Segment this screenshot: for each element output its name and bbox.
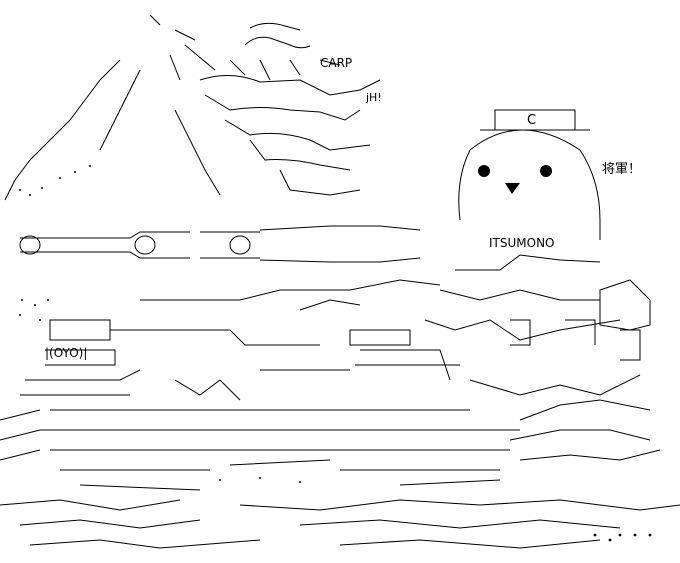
- cannon-barrels: [19, 225, 421, 263]
- oyo-label: |(OYO)|: [45, 346, 88, 360]
- carp-character: [149, 14, 381, 196]
- ground-scribbles: [0, 499, 680, 549]
- chick-soldier: [424, 109, 651, 361]
- tank-body: [20, 279, 641, 401]
- carp-label: CARP: [320, 56, 353, 70]
- cap-letter: C: [527, 113, 537, 128]
- hill-slope: [4, 59, 221, 201]
- jh-label: jH!: [366, 91, 382, 104]
- itsumono-label: ITSUMONO: [489, 236, 555, 250]
- dot-clusters: [19, 165, 652, 542]
- tank-tracks: [0, 399, 661, 491]
- shogun-label: 将軍！: [602, 162, 642, 177]
